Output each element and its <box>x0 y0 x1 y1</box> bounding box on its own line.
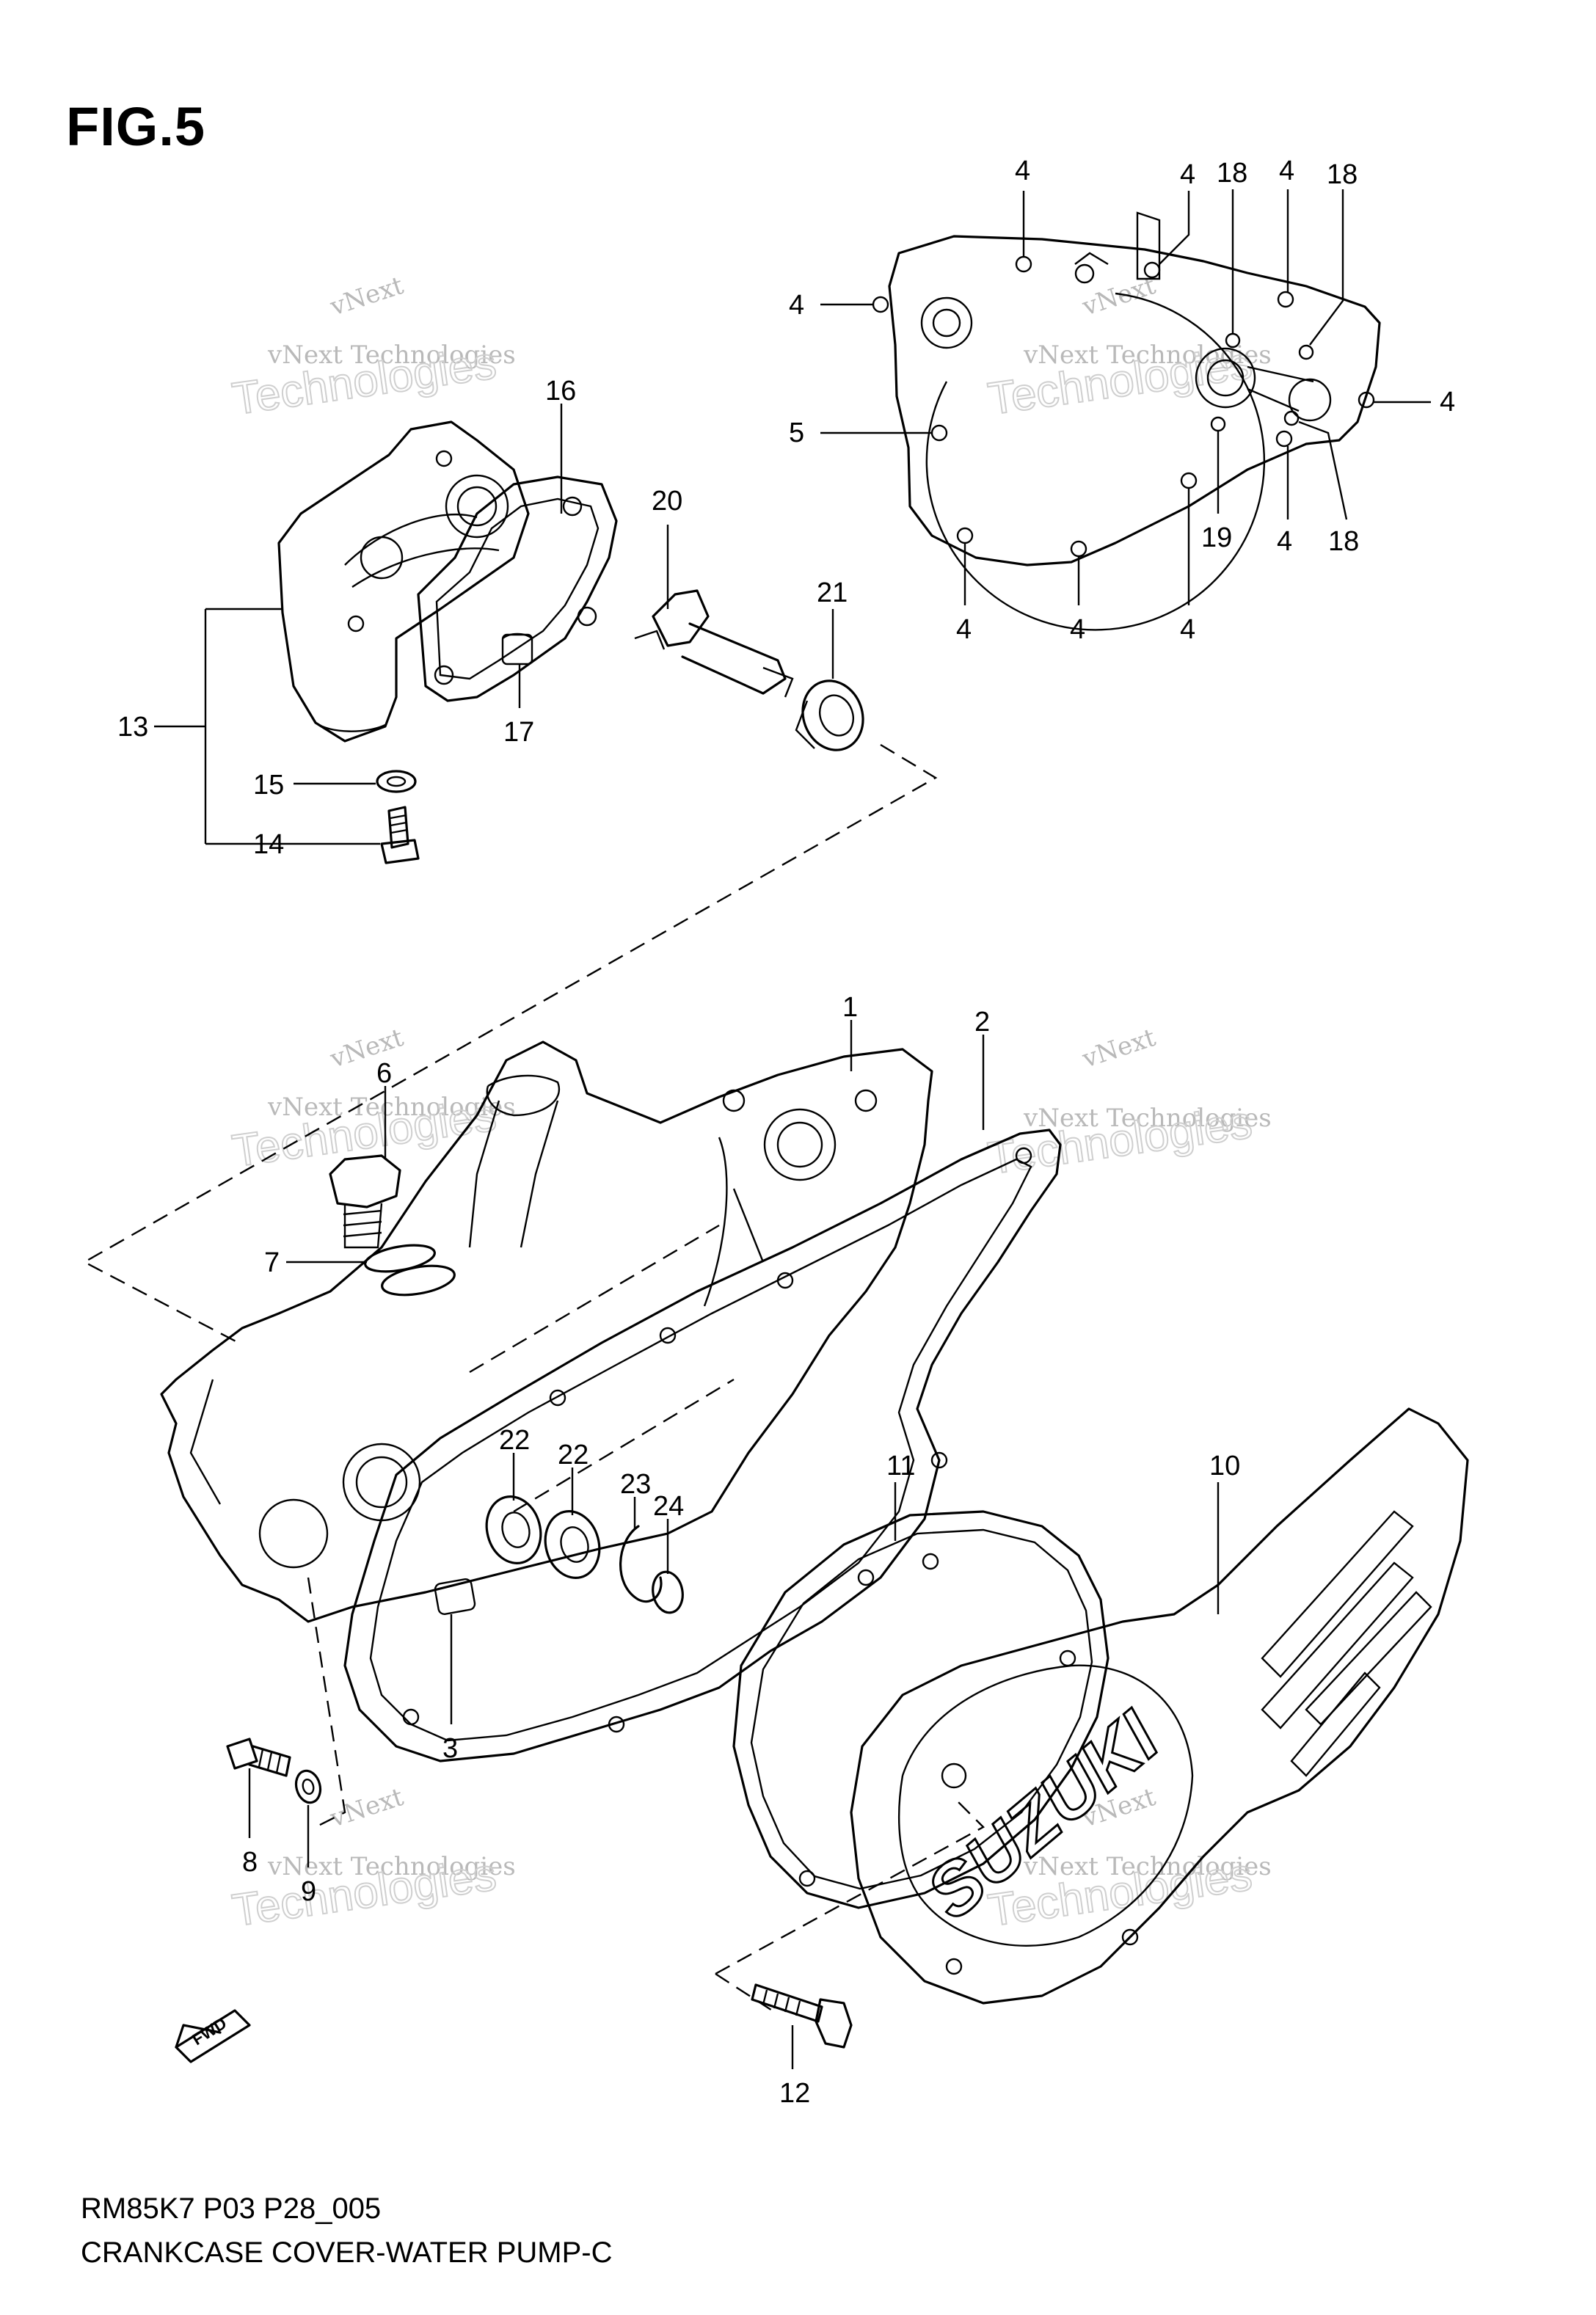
crankcase-leaders <box>248 1020 1220 2069</box>
watermark-text: vNext <box>326 1023 407 1074</box>
callout-10: 10 <box>1209 1451 1240 1481</box>
callout-12: 12 <box>779 2078 810 2109</box>
watermark-text: vNext Technologies <box>1023 1104 1272 1133</box>
callout-4: 4 <box>1180 614 1195 645</box>
dowel-pin-17 <box>501 632 533 666</box>
inner-cover-assembly <box>872 211 1381 631</box>
dowel-pin-3 <box>434 1578 476 1615</box>
callout-19: 19 <box>1201 522 1232 553</box>
callout-4: 4 <box>1180 159 1195 190</box>
watermark-bottom-left: vNext vNext Technologies Technologies <box>228 1782 515 1937</box>
watermark-text: vNext Technologies <box>1023 1852 1272 1881</box>
callout-3: 3 <box>442 1733 458 1764</box>
watermark-top-right: vNext vNext Technologies Technologies <box>984 271 1272 426</box>
callout-20: 20 <box>652 486 682 517</box>
impeller-shaft-20 <box>634 589 794 698</box>
callout-15: 15 <box>253 770 284 801</box>
callout-14: 14 <box>253 829 284 860</box>
diagram-title: CRANKCASE COVER-WATER PUMP-C <box>81 2236 613 2269</box>
oil-seal-21 <box>795 679 864 751</box>
callout-8: 8 <box>242 1847 258 1878</box>
assembly-guide-line <box>82 743 938 1344</box>
assembly-guide-line <box>513 1378 735 1513</box>
callout-5: 5 <box>789 418 804 448</box>
washer-15 <box>376 770 417 793</box>
inner-cover-leaders <box>820 189 1431 605</box>
bearing-22-b <box>544 1510 601 1579</box>
crankcase-gasket-2 <box>343 1129 1062 1762</box>
assembly-guide-line <box>715 1797 985 1975</box>
callout-11: 11 <box>886 1451 915 1481</box>
callout-4: 4 <box>1015 156 1030 186</box>
callout-4: 4 <box>1440 387 1455 418</box>
watermark-text: vNext Technologies <box>1023 340 1272 370</box>
bolt-8 <box>226 1738 291 1777</box>
water-pump-leaders <box>154 404 834 845</box>
oil-filler-plug-6 <box>329 1154 401 1249</box>
model-code: RM85K7 P03 P28_005 <box>81 2192 382 2225</box>
callout-9: 9 <box>301 1876 316 1907</box>
callout-18: 18 <box>1328 526 1359 557</box>
watermark-text: vNext <box>326 1782 407 1834</box>
callout-17: 17 <box>503 717 534 748</box>
callout-22: 22 <box>499 1425 530 1456</box>
callout-13: 13 <box>117 712 148 743</box>
watermark-text: vNext <box>326 271 407 322</box>
bearing-22-a <box>485 1495 542 1564</box>
figure-label: FIG.5 <box>66 96 206 157</box>
callout-16: 16 <box>545 376 576 407</box>
o-ring-7 <box>364 1244 456 1297</box>
callout-21: 21 <box>817 577 848 608</box>
callout-7: 7 <box>264 1247 280 1278</box>
magneto-cover-10: SUZUKI <box>850 1407 1469 2005</box>
callout-4: 4 <box>1070 614 1085 645</box>
callout-numbers: 1 2 3 4 4 4 4 4 4 4 4 4 5 6 7 8 9 10 11 … <box>117 156 1455 2109</box>
bolt-14 <box>380 806 420 864</box>
watermark-mid-left: vNext vNext Technologies Technologies <box>228 1023 515 1178</box>
bolt-12 <box>751 1983 853 2049</box>
callout-23: 23 <box>620 1469 651 1500</box>
callout-2: 2 <box>974 1007 990 1038</box>
watermark-text: vNext <box>1078 1023 1159 1074</box>
callout-18: 18 <box>1217 158 1247 189</box>
water-pump-gasket <box>417 475 618 702</box>
assembly-guide-line <box>307 1577 346 1829</box>
callout-1: 1 <box>842 992 858 1023</box>
watermark-text: vNext Technologies <box>267 340 516 370</box>
watermark-mid-right: vNext vNext Technologies Technologies <box>984 1023 1272 1185</box>
assembly-guide-line <box>715 1972 779 2016</box>
forward-direction-arrow: FWD <box>175 2009 251 2063</box>
circlip-23 <box>619 1525 663 1603</box>
callout-6: 6 <box>376 1058 392 1089</box>
o-ring-24 <box>652 1570 684 1614</box>
callout-4: 4 <box>1279 156 1294 186</box>
callout-24: 24 <box>653 1491 684 1522</box>
callout-4: 4 <box>789 290 804 321</box>
callout-4: 4 <box>956 614 972 645</box>
callout-4: 4 <box>1277 526 1292 557</box>
callout-22: 22 <box>558 1440 589 1470</box>
water-pump-cover <box>277 420 530 743</box>
fwd-label: FWD <box>189 2013 230 2049</box>
washer-9 <box>294 1769 322 1804</box>
callout-18: 18 <box>1327 159 1358 190</box>
watermark-top-left: vNext vNext Technologies Technologies <box>228 271 516 426</box>
